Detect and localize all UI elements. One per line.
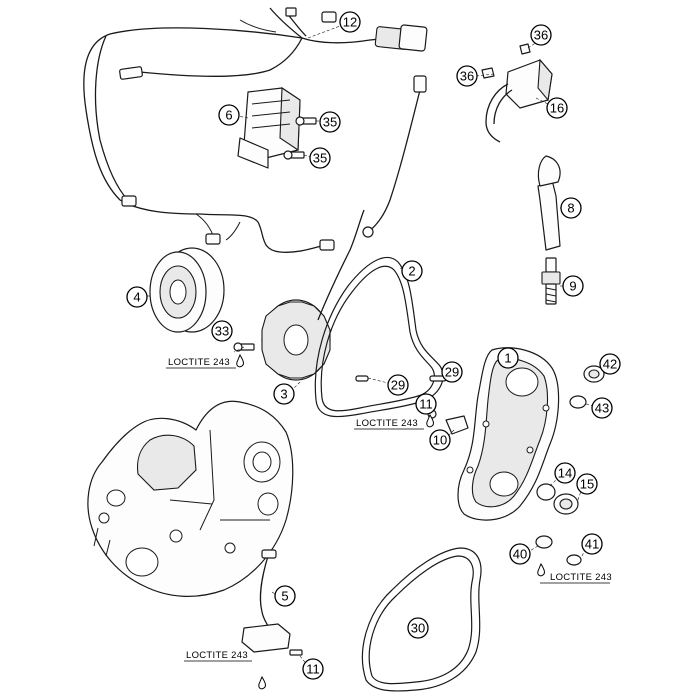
callout-30: 30 [407,617,429,639]
svg-text:9: 9 [569,279,576,294]
o-ring-43 [569,395,587,409]
ignition-cover-gasket [314,256,444,418]
svg-text:43: 43 [595,401,609,416]
stator [261,209,365,381]
callout-6: 6 [218,104,240,126]
callout-29a: 29 [441,361,463,383]
screw-plug-42 [583,365,605,383]
ignition-coil [485,58,553,143]
wiring-harness [83,7,428,253]
screw-36b [481,67,495,79]
callout-12: 12 [339,11,361,33]
clutch-cover-gasket [361,547,482,692]
svg-text:42: 42 [603,357,617,372]
svg-text:3: 3 [280,387,287,402]
svg-text:11: 11 [419,397,433,412]
svg-text:36: 36 [534,28,548,43]
svg-text:8: 8 [567,201,574,216]
svg-text:29: 29 [445,365,459,380]
svg-text:LOCTITE 243: LOCTITE 243 [186,650,248,661]
callout-3: 3 [273,383,295,405]
spark-plug-cap [537,155,561,251]
callout-9: 9 [562,275,584,297]
svg-text:35: 35 [323,115,337,130]
screw-33 [233,342,255,352]
loctite-note-2: LOCTITE 243 [354,413,434,430]
svg-text:6: 6 [225,108,232,123]
dowel-pin-29b [355,375,369,382]
callout-16: 16 [546,97,568,119]
crankcase [87,400,294,597]
svg-text:LOCTITE 243: LOCTITE 243 [168,357,230,368]
loctite-note-4: LOCTITE 243 [184,650,266,690]
screw-11b [289,649,303,656]
callout-11a: 11 [415,393,437,415]
svg-text:30: 30 [411,621,425,636]
callout-42: 42 [599,353,621,375]
callout-40: 40 [509,543,531,565]
pickup-cable [362,75,427,238]
svg-text:33: 33 [215,324,229,339]
loctite-note-1: LOCTITE 243 [166,353,244,369]
callout-36b: 36 [456,65,478,87]
svg-text:LOCTITE 243: LOCTITE 243 [356,418,418,429]
svg-text:16: 16 [550,101,564,116]
cable-clamp-10 [445,415,469,435]
plug-40 [535,535,553,549]
flywheel-rotor [149,247,225,333]
callout-41: 41 [581,533,603,555]
svg-text:40: 40 [513,547,527,562]
svg-text:14: 14 [558,466,572,481]
callout-15: 15 [576,473,598,495]
svg-text:41: 41 [585,537,599,552]
svg-text:2: 2 [408,264,415,279]
callout-35b: 35 [309,147,331,169]
callout-43: 43 [591,397,613,419]
callout-35a: 35 [319,111,341,133]
svg-text:29: 29 [391,378,405,393]
callout-4: 4 [126,286,148,308]
svg-text:36: 36 [460,69,474,84]
callout-5: 5 [274,585,296,607]
callout-10: 10 [429,429,451,451]
callout-29b: 29 [387,374,409,396]
svg-text:5: 5 [281,589,288,604]
svg-text:11: 11 [306,662,320,677]
screw-35a [295,116,317,126]
screw-35b [283,150,305,160]
callout-8: 8 [560,197,582,219]
svg-text:LOCTITE 243: LOCTITE 243 [550,572,612,583]
callout-14: 14 [554,462,576,484]
ignition-cover [457,347,560,521]
callout-36a: 36 [530,24,552,46]
screw-36a [519,43,531,55]
callout-1: 1 [497,347,519,369]
svg-text:35: 35 [313,151,327,166]
o-ring-41 [566,554,582,566]
svg-text:1: 1 [504,351,511,366]
control-unit [237,86,301,169]
svg-text:15: 15 [580,477,594,492]
o-ring-14 [536,483,556,501]
spark-plug [541,257,561,305]
callout-11b: 11 [302,658,324,680]
pickup-sensor [241,549,291,653]
callout-33: 33 [211,320,233,342]
screw-plug-15 [553,493,579,515]
svg-text:4: 4 [133,290,140,305]
svg-text:12: 12 [343,15,357,30]
svg-text:10: 10 [433,433,447,448]
loctite-note-3: LOCTITE 243 [537,562,612,584]
callout-2: 2 [401,260,423,282]
